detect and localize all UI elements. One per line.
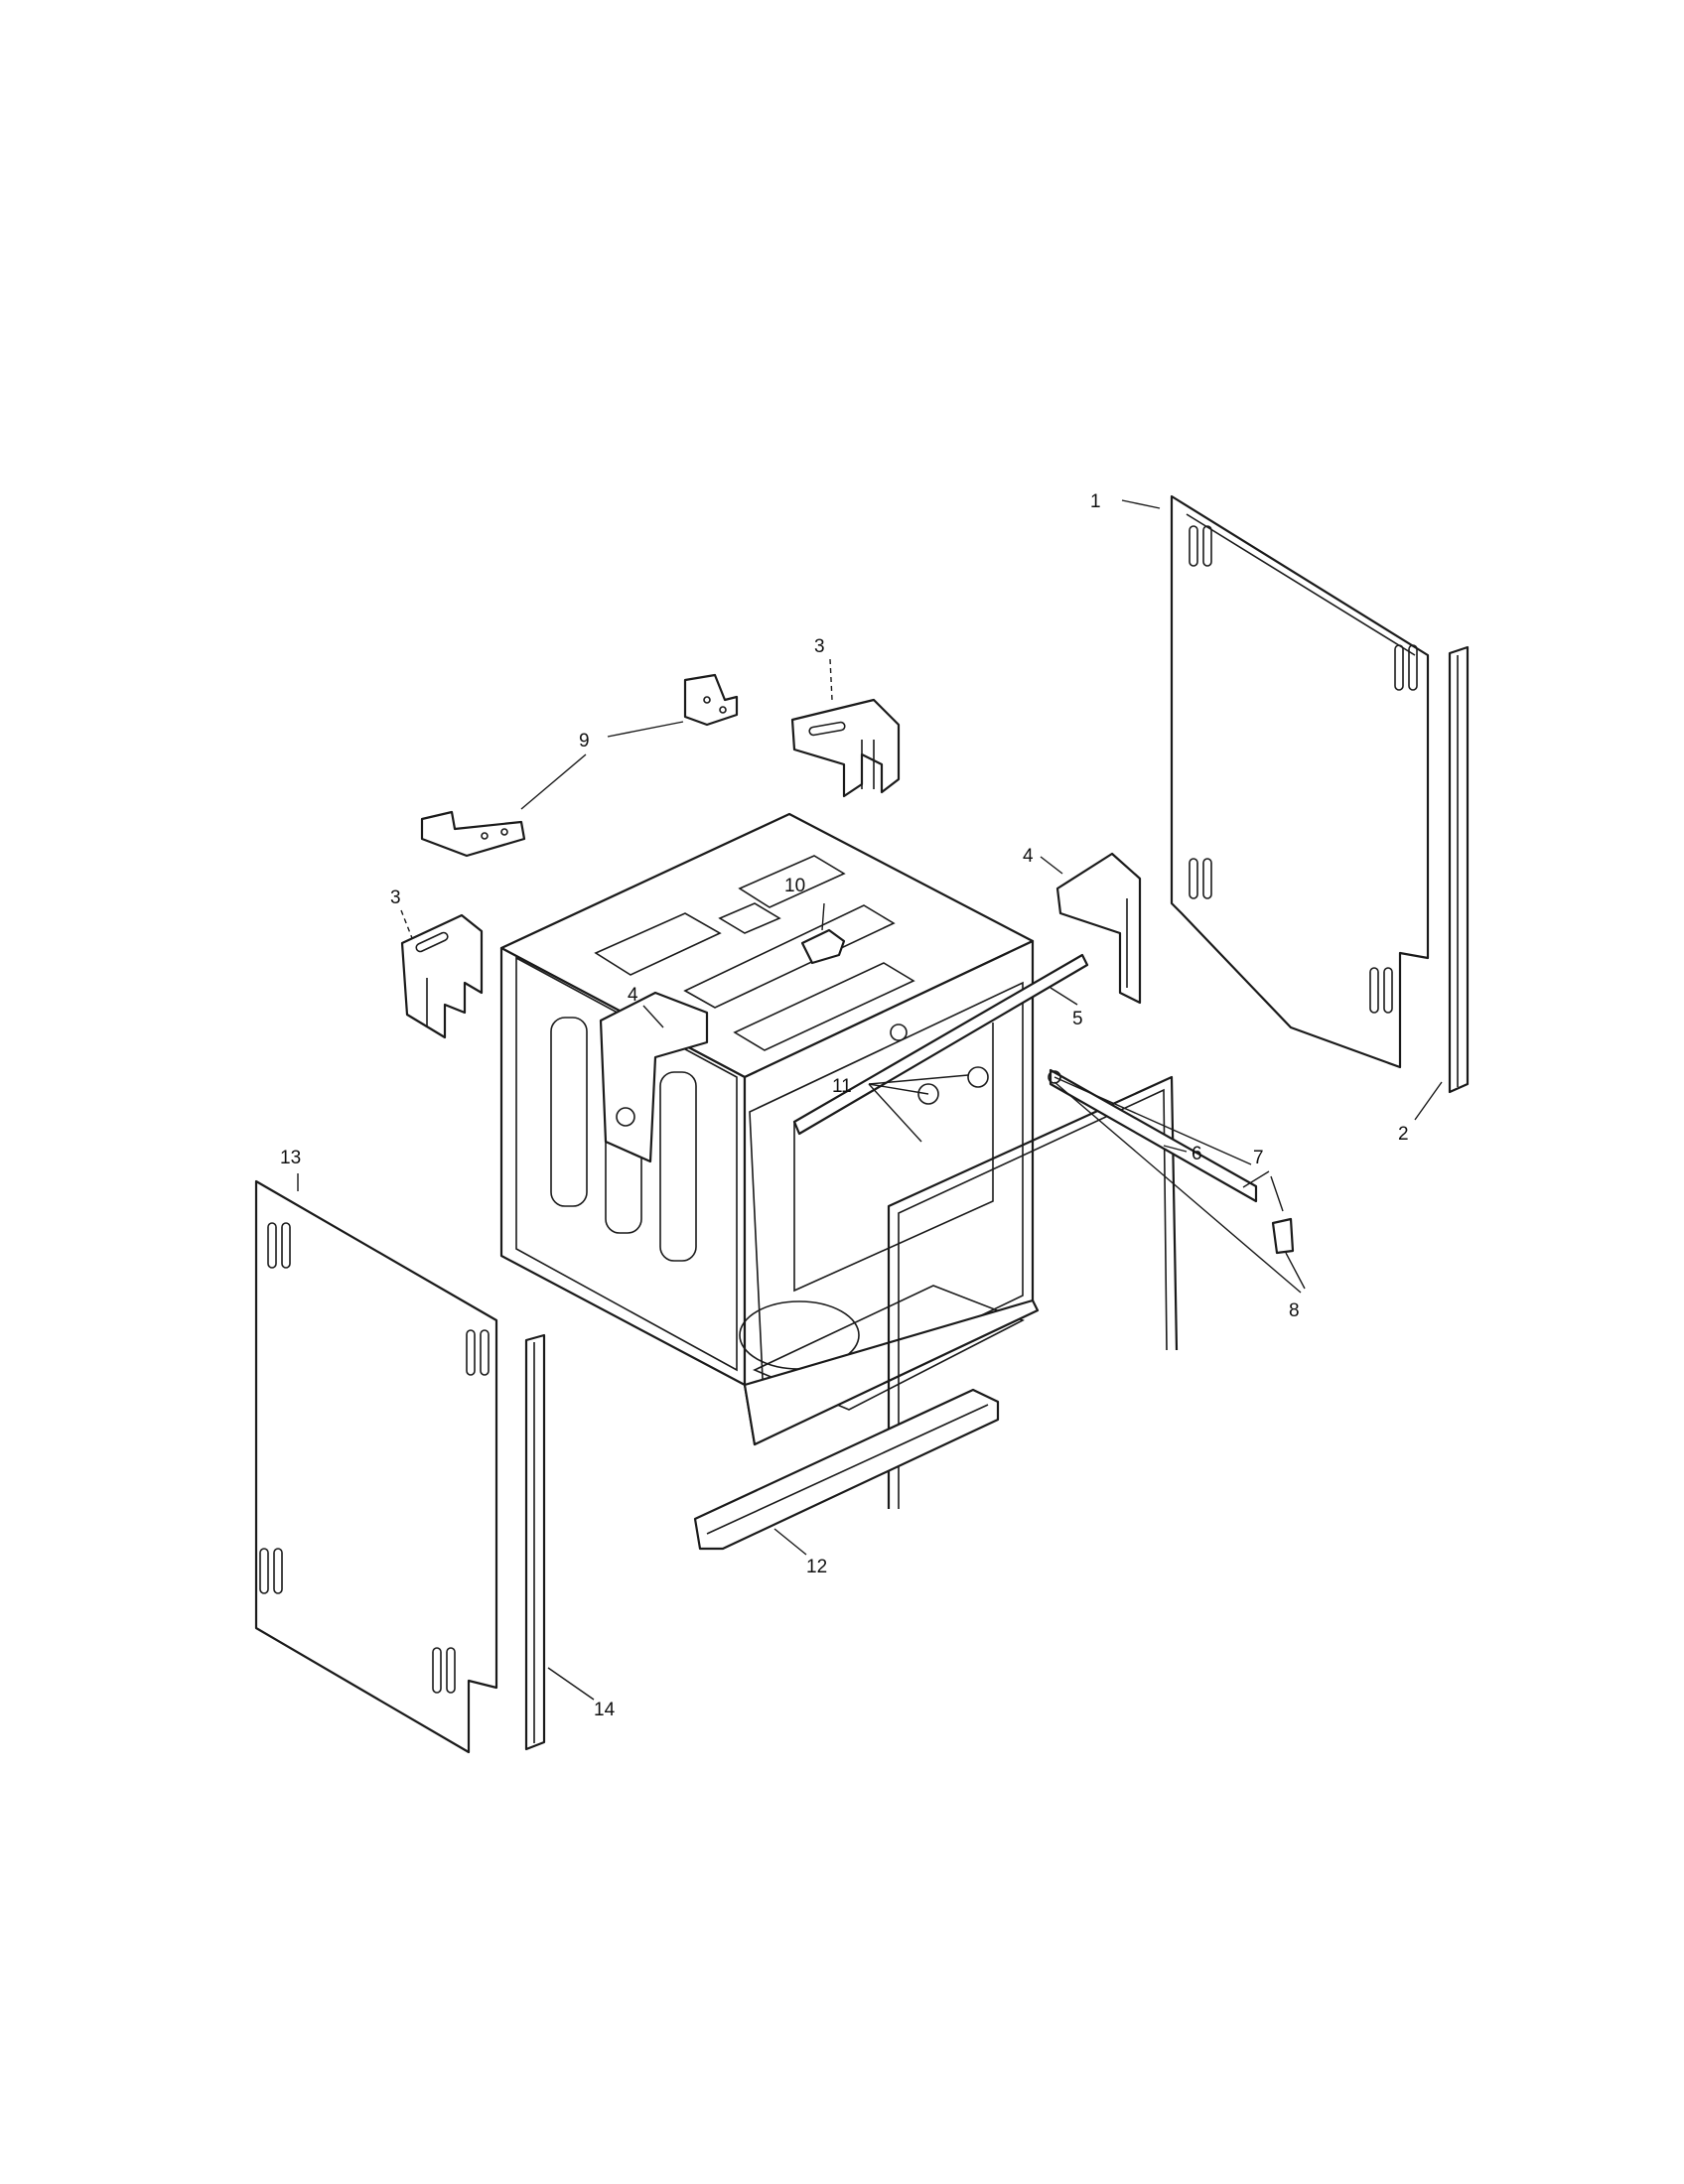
callout-9: 9 <box>579 731 590 751</box>
callout-2: 2 <box>1398 1124 1409 1145</box>
part-3-bracket-top <box>790 698 901 798</box>
part-10-latch <box>800 928 846 965</box>
callout-5: 5 <box>1072 1009 1083 1029</box>
callout-3-top: 3 <box>814 636 825 657</box>
callout-13: 13 <box>280 1148 301 1168</box>
part-2-right-trim-strip <box>1448 645 1470 1094</box>
callout-3-left: 3 <box>390 887 401 908</box>
part-9-bracket-upper <box>683 673 739 727</box>
part-9-bracket-lower <box>420 810 526 858</box>
callout-1: 1 <box>1090 491 1101 512</box>
callout-8: 8 <box>1289 1300 1300 1321</box>
callout-10: 10 <box>784 876 805 896</box>
callout-labels: 1 2 3 3 4 4 5 6 7 8 9 10 11 12 13 14 <box>280 491 1409 1720</box>
part-3-bracket-left <box>400 913 484 1039</box>
part-11-bushings <box>890 1024 989 1105</box>
callout-6: 6 <box>1192 1144 1202 1164</box>
part-7-hinge-rail <box>1049 1068 1295 1255</box>
part-6-door-gasket <box>887 1075 1179 1509</box>
callout-12: 12 <box>806 1557 827 1577</box>
part-14-left-trim-strip <box>524 1333 546 1751</box>
part-8-hinge-pin <box>1048 1070 1061 1084</box>
tub-assembly <box>499 812 1040 1446</box>
part-4-corner-bracket-tub <box>599 991 709 1163</box>
part-5-rail <box>792 953 1089 1136</box>
part-13-left-side-panel <box>254 1179 498 1754</box>
callout-7: 7 <box>1253 1148 1264 1168</box>
part-4-corner-bracket-right <box>1055 852 1142 1005</box>
callout-4-right: 4 <box>1023 846 1034 867</box>
part-1-right-side-panel <box>1170 494 1430 1069</box>
leader-lines <box>297 499 1443 1701</box>
callout-14: 14 <box>594 1700 616 1720</box>
part-12-base-rail <box>693 1388 1000 1551</box>
callout-11: 11 <box>832 1076 852 1097</box>
callout-4-tub: 4 <box>628 985 638 1006</box>
